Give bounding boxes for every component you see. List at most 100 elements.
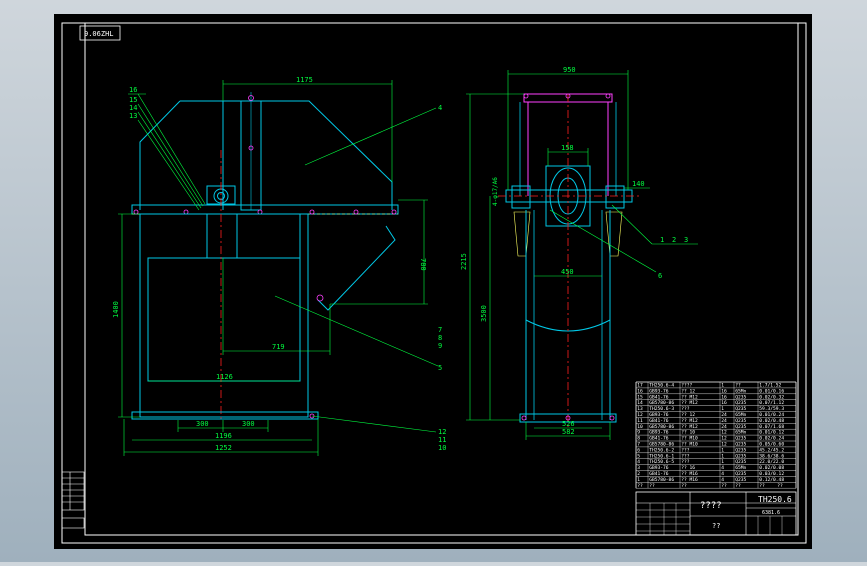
parts-cell: 1 [721,453,724,459]
parts-cell: GB93-76 [649,465,669,471]
dim-pulley-dia: 158 [561,144,574,152]
parts-cell: TH250.6-1 [649,453,674,459]
parts-cell: 65Mn [735,465,746,471]
dim-side-top-width: 950 [563,66,576,74]
parts-cell: ?? [735,383,741,389]
parts-cell: ?? 10 [681,430,695,436]
parts-cell: Q235 [735,447,746,453]
right-support [605,211,623,257]
parts-cell: 10 [637,424,643,430]
parts-cell: 4 [721,471,724,477]
parts-cell: 65Mn [735,430,746,436]
parts-cell: 9 [637,430,640,436]
parts-cell: 0.01/0.24 [759,412,784,418]
parts-cell: 1 [721,383,724,389]
parts-cell: 12 [721,442,727,448]
parts-cell: Q235 [735,477,746,483]
dim-overall-width: 1252 [215,444,232,452]
parts-cell: ??? [681,447,690,453]
parts-cell: 1 [721,447,724,453]
parts-cell: GB41-76 [649,418,669,424]
parts-cell: GB41-76 [649,436,669,442]
parts-cell: 24 [721,418,727,424]
parts-cell: GB93-76 [649,388,669,394]
svg-text:1: 1 [660,236,664,244]
parts-cell: ?? M10 [681,442,698,448]
svg-text:12: 12 [438,428,446,436]
parts-header-cell: ?? [777,483,783,489]
parts-cell: 0.03/0.12 [759,471,784,477]
parts-cell: ??? [681,406,690,412]
parts-cell: 24 [721,412,727,418]
dim-right-part: 300 [242,420,255,428]
parts-cell: ?? M12 [681,394,698,400]
parts-cell: 3 [637,465,640,471]
front-callouts: 16 15 14 13 4 5 12 11 10 7 8 9 [129,86,446,452]
dim-side-lower-height: 3500 [480,305,488,322]
parts-cell: 4 [721,465,724,471]
side-base [519,413,617,423]
parts-cell: TH250.6-3 [649,406,674,412]
parts-header-cell: ?? [759,483,765,489]
parts-cell: 0.01/0.16 [759,388,784,394]
parts-cell: 11 [637,418,643,424]
parts-cell: 17 [637,383,643,389]
inner-frame [84,22,799,536]
svg-text:9: 9 [438,342,442,350]
parts-cell: TH250.6-2 [649,447,674,453]
side-view: 950 2215 3500 158 4-φ17/A6 140 450 526 5… [460,66,698,440]
parts-cell: 16 [637,388,643,394]
parts-cell: Q235 [735,400,746,406]
parts-cell: GB5780-86 [649,442,674,448]
title-block: ???? TH250.6 6381.6 ?? [635,491,797,536]
parts-cell: ???? [681,383,692,389]
parts-cell: ??? [681,459,690,465]
parts-cell: 59.3/59.3 [759,406,784,412]
dim-inner-width: 719 [272,343,285,351]
parts-cell: 0.02/0.48 [759,418,784,424]
parts-cell: 4 [721,477,724,483]
svg-text:6: 6 [658,272,662,280]
base-plate [131,411,319,420]
title-code: TH250.6 [758,495,792,504]
parts-cell: 0.07/1.12 [759,400,784,406]
corner-code-box [79,25,121,41]
parts-cell: 0.01/0.12 [759,430,784,436]
dim-top-width: 1175 [296,76,313,84]
dim-base-w1: 526 [562,420,575,428]
parts-cell: 16 [721,394,727,400]
dim-shaft-ext: 140 [632,180,645,188]
dim-overall-height: 1400 [112,301,120,318]
front-view: 1175 1400 780 719 1126 300 300 1196 1252… [112,76,446,456]
parts-cell: ?? M16 [681,471,698,477]
dim-base-w2: 582 [562,428,575,436]
parts-cell: 2 [637,471,640,477]
parts-cell: Q235 [735,442,746,448]
svg-text:8: 8 [438,334,442,342]
parts-cell: 0.05/0.60 [759,442,784,448]
svg-text:7: 7 [438,326,442,334]
parts-cell: GB5780-86 [649,400,674,406]
parts-cell: Q235 [735,471,746,477]
title-unit: ?? [712,522,720,530]
parts-cell: 24 [721,424,727,430]
parts-cell: GB93-76 [649,430,669,436]
parts-cell: Q235 [735,424,746,430]
parts-cell: Q235 [735,394,746,400]
svg-text:2: 2 [672,236,676,244]
parts-cell: 0.02/0.32 [759,394,784,400]
parts-cell: 4 [637,459,640,465]
parts-cell: 0.02/0.24 [759,436,784,442]
corner-code: 9.06ZHL [84,30,114,38]
dim-side-overall-height: 2215 [460,253,468,270]
parts-cell: 0.02/0.08 [759,465,784,471]
parts-cell: ?? M12 [681,400,698,406]
parts-cell: Q235 [735,436,746,442]
parts-cell: 8 [637,436,640,442]
dim-right-height: 780 [419,258,427,271]
parts-cell: ?? 16 [681,465,695,471]
parts-cell: TH250.6-5 [649,459,674,465]
parts-cell: 65Mn [735,412,746,418]
